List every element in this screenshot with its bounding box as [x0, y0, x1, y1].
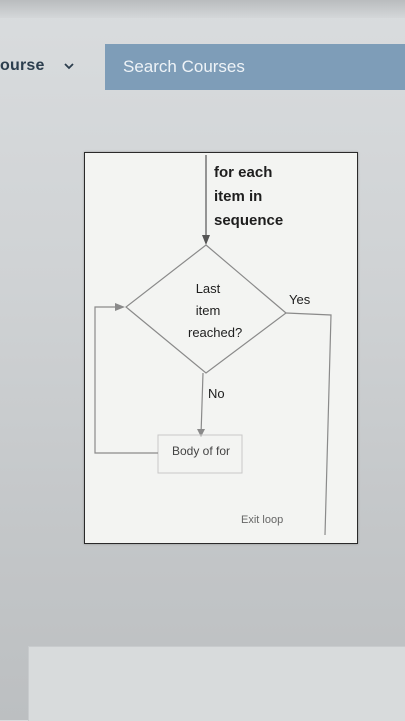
loop-back-line: [94, 306, 158, 454]
for-loop-flowchart: for each item in sequence Last item reac…: [84, 152, 358, 544]
course-dropdown[interactable]: ourse: [0, 52, 75, 80]
flowchart-graphic: [94, 155, 332, 536]
entry-label-line: sequence: [214, 212, 284, 229]
no-label: No: [208, 386, 225, 401]
yes-label: Yes: [289, 292, 311, 307]
entry-label-line: item in: [214, 188, 263, 205]
search-courses-field[interactable]: Search Courses: [105, 44, 405, 90]
no-arrowhead: [197, 429, 205, 437]
top-bar: [0, 0, 405, 18]
entry-label-line: for each: [214, 164, 273, 181]
decision-label-line: item: [195, 303, 221, 318]
body-label: Body of for: [171, 444, 231, 458]
entry-label: for each item in sequence: [214, 161, 283, 233]
body-box: [157, 434, 243, 474]
no-branch-line: [200, 372, 204, 436]
search-placeholder: Search Courses: [123, 57, 245, 76]
course-dropdown-label: ourse: [0, 57, 45, 74]
decision-diamond: [125, 244, 287, 374]
decision-label: Last item reached?: [188, 278, 243, 344]
decision-label-line: Last: [195, 281, 221, 296]
yes-branch-line: [285, 312, 332, 536]
entry-arrowhead: [202, 235, 210, 245]
loop-back-arrowhead: [115, 303, 125, 311]
decision-label-line: reached?: [188, 325, 243, 340]
exit-label: Exit loop: [241, 514, 284, 526]
bottom-panel: [28, 646, 405, 721]
chevron-down-icon: [63, 60, 75, 72]
